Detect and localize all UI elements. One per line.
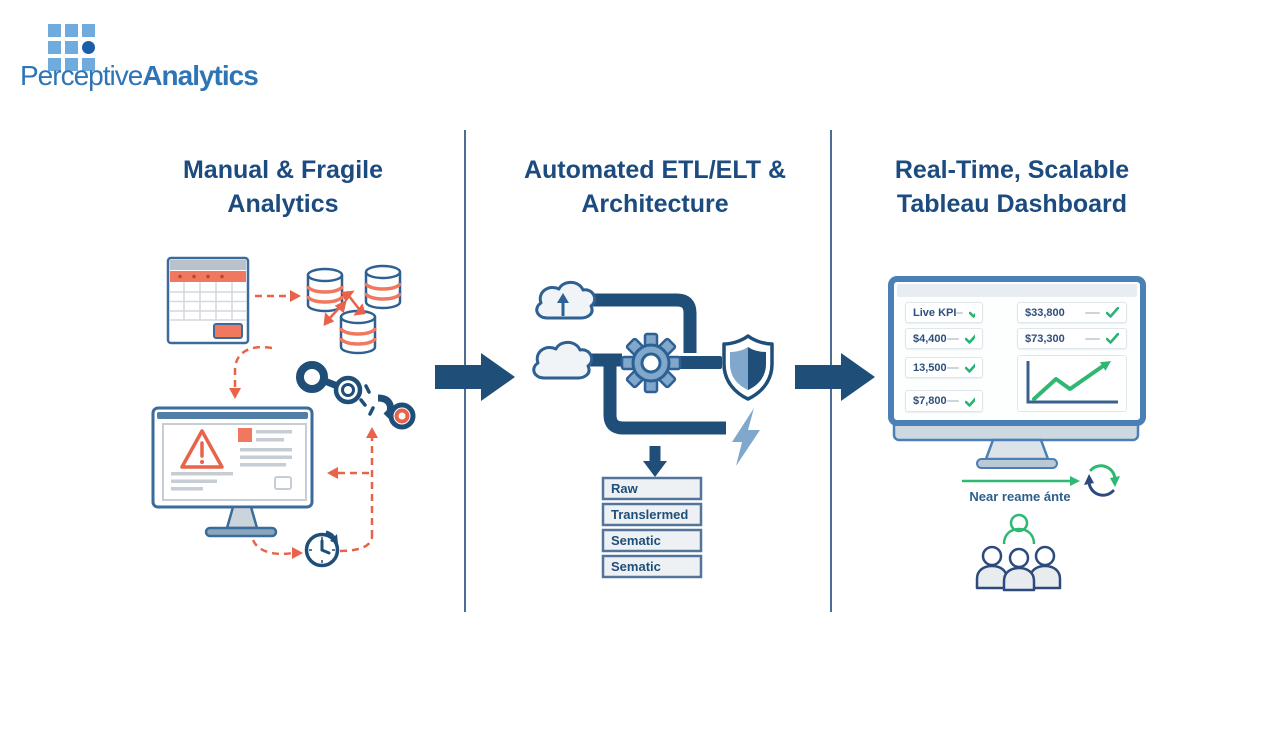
brand-wordmark: PerceptiveAnalytics [20,60,259,92]
kpi-dash [956,311,964,314]
check-icon [964,362,975,373]
pipeline-connectors [588,293,726,435]
layer-label: Sematic [611,533,661,548]
check-icon [1106,333,1119,344]
pipe-junction [670,356,722,369]
layer-label: Raw [611,481,639,496]
kpi-card: $73,300 [1017,328,1127,349]
layer-box [601,502,703,527]
trend-chart-card [1017,355,1127,412]
logo-grid-icon [48,24,95,71]
title-line: Manual & Fragile [182,156,384,184]
kpi-dash [946,400,959,402]
logo-grid-cell [48,41,61,54]
etl-architecture-illustration: Raw Translermed Sematic Sematic [532,280,774,579]
dashed-flow-arrows [251,438,374,556]
broken-link-icon [296,361,416,430]
layer-label: Sematic [611,559,661,574]
kpi-dash [1085,337,1100,340]
trend-chart-icon [1026,361,1118,404]
layer-box [601,554,703,579]
near-realtime-caption: Near reame ánte [969,489,1071,504]
kpi-dash [946,366,959,369]
warning-triangle-icon [180,429,224,469]
logo-grid-cell [65,41,78,54]
column-title-realtime: Real-Time, Scalable Tableau Dashboard [842,153,1182,221]
cloud-icon [532,340,594,380]
tableau-dashboard-illustration: Live KPI $4,400 13,500 $7,800 $33,800 [880,265,1165,600]
gear-icon [620,332,682,394]
shield-icon [722,334,774,401]
green-arrow [962,476,1080,486]
logo-grid-cell [48,58,61,71]
kpi-card: $7,800 [905,390,983,412]
clock-icon [304,530,340,568]
kpi-dash [1085,311,1100,314]
kpi-card: $33,800 [1017,302,1127,323]
logo-grid-cell [65,58,78,71]
kpi-card: Live KPI [905,302,983,323]
arrowhead [292,547,303,559]
brand-bold: Analytics [142,60,258,91]
monitor-bezel [897,284,1137,297]
kpi-label: $33,800 [1025,306,1065,319]
title-line: Tableau Dashboard [896,190,1128,218]
title-line: Architecture [581,190,729,218]
layer-label: Translermed [611,507,688,522]
team-people-icon [975,513,1062,592]
spreadsheet-icon [166,256,250,345]
kpi-label: $73,300 [1025,332,1065,345]
error-monitor-icon [151,406,314,538]
logo-dot-icon [82,41,95,54]
logo-grid-cell [82,24,95,37]
dashed-arrow-down [233,345,273,388]
logo-grid-cell [82,58,95,71]
title-line: Real-Time, Scalable [894,156,1130,184]
title-line: Automated ETL/ELT & [523,156,787,184]
check-icon [969,311,975,318]
kpi-label: 13,500 [913,361,947,374]
lightning-icon [732,408,760,466]
realtime-footer-icons [962,464,1120,592]
column-title-manual: Manual & Fragile Analytics [113,153,453,221]
arrowhead [290,290,301,302]
refresh-cycle-icon [1084,464,1120,497]
transition-arrow-icon [795,353,875,401]
arrowhead [327,467,338,479]
column-title-automated: Automated ETL/ELT & Architecture [485,153,825,221]
layer-box [601,528,703,553]
brand-regular: Perceptive [20,60,143,91]
dashboard-monitor-icon: Live KPI $4,400 13,500 $7,800 $33,800 [888,276,1146,426]
kpi-card: $4,400 [905,328,983,349]
arrowhead [366,427,378,438]
kpi-dash [946,337,959,340]
kpi-label: $4,400 [913,332,947,345]
transition-arrow-icon [435,353,515,401]
title-line: Analytics [227,190,339,218]
check-icon [964,396,975,407]
kpi-label: $7,800 [913,395,947,407]
logo-grid-cell [65,24,78,37]
database-cylinders-icon [306,264,402,355]
manual-analytics-illustration [151,256,416,568]
down-arrow-icon [643,446,667,477]
kpi-card: 13,500 [905,357,983,378]
arrowhead [229,388,241,399]
layer-box [601,476,703,501]
logo-grid-cell [48,24,61,37]
check-icon [1106,307,1119,318]
cloud-upload-icon [535,280,597,320]
layer-stack: Raw Translermed Sematic Sematic [601,476,703,579]
check-icon [964,333,975,344]
kpi-label: Live KPI [913,306,957,319]
